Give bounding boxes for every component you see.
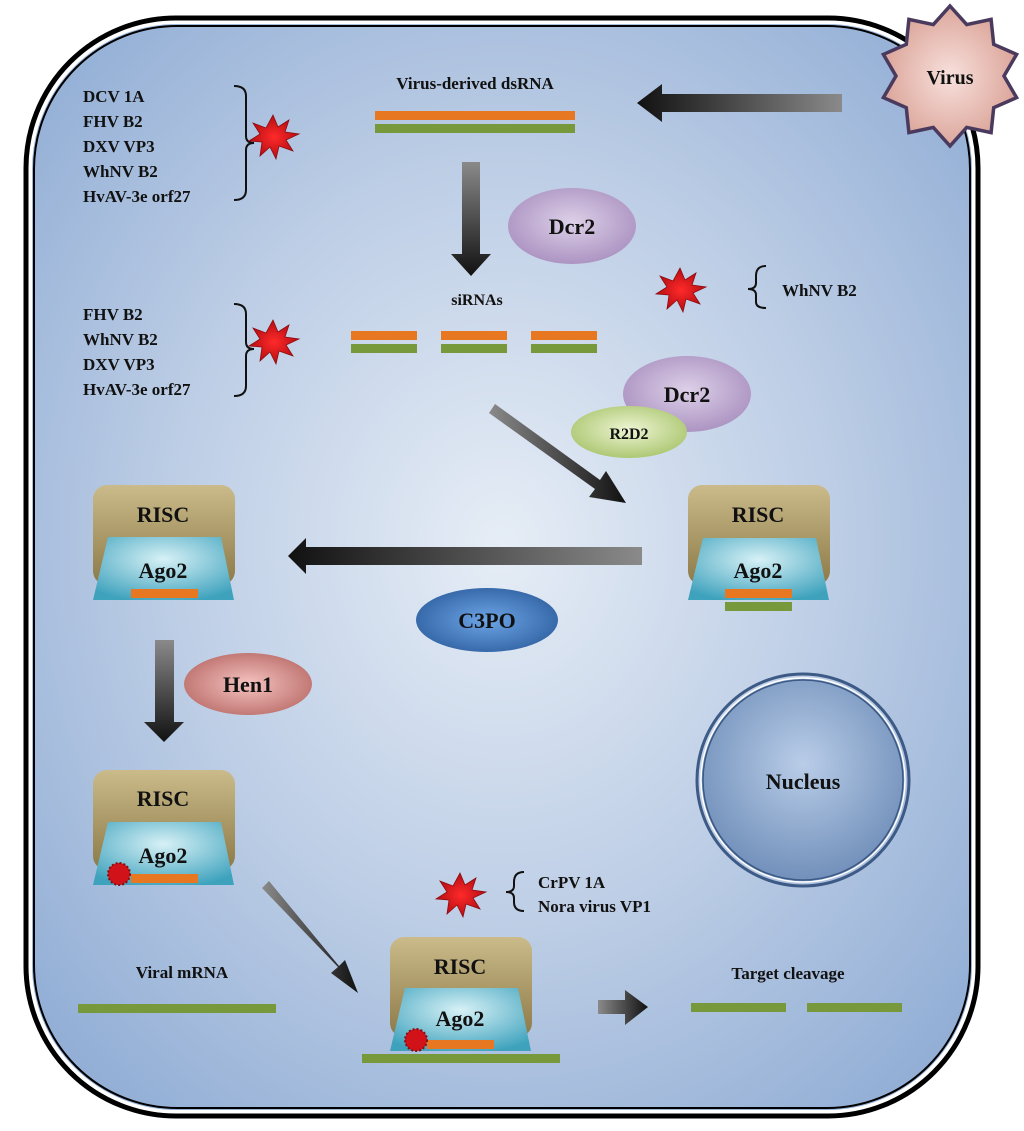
- methyl-group-icon: [107, 862, 131, 886]
- suppressor-label: DXV VP3: [83, 355, 155, 374]
- dcr2-label: Dcr2: [664, 382, 710, 407]
- suppressor-label: HvAV-3e orf27: [83, 187, 191, 206]
- risc-label: RISC: [137, 502, 190, 527]
- dicer-suppressor-list: WhNV B2: [747, 265, 857, 309]
- nucleus-label: Nucleus: [766, 769, 841, 794]
- bracket: [505, 871, 525, 912]
- entry-arrow: [637, 84, 842, 122]
- bracket: [233, 303, 255, 397]
- risc-label: RISC: [732, 502, 785, 527]
- sirna-suppressor-list: FHV B2 WhNV B2 DXV VP3 HvAV-3e orf27: [83, 303, 255, 399]
- r2d2-label: R2D2: [609, 426, 648, 443]
- dcr2-label: Dcr2: [549, 214, 595, 239]
- suppressor-label: HvAV-3e orf27: [83, 380, 191, 399]
- suppressor-label: FHV B2: [83, 112, 143, 131]
- suppressor-label: WhNV B2: [782, 281, 857, 300]
- virus-label: Virus: [926, 67, 973, 89]
- dsrna-label: Virus-derived dsRNA: [396, 74, 554, 93]
- virus-shape: Virus: [880, 3, 1020, 149]
- suppressor-label: FHV B2: [83, 305, 143, 324]
- viral-mrna-strand: [78, 1004, 276, 1013]
- methylation-arrow: [144, 640, 184, 742]
- sirnas-label: siRNAs: [451, 292, 503, 309]
- suppressor-label: CrPV 1A: [538, 873, 606, 892]
- passenger-removal-arrow: [288, 538, 642, 574]
- virus-derived-dsrna: [375, 111, 575, 133]
- suppressor-label: WhNV B2: [83, 330, 158, 349]
- bracket: [747, 265, 767, 309]
- hen1-label: Hen1: [223, 672, 273, 697]
- sirna-duplexes: [351, 331, 597, 353]
- risc-complex-mature: RISC Ago2: [93, 485, 235, 600]
- risc-complex-loading: RISC Ago2: [688, 485, 830, 611]
- c3po-label: C3PO: [458, 608, 515, 633]
- nucleus: Nucleus: [695, 672, 911, 888]
- loading-arrow: [489, 404, 626, 503]
- target-mrna-strand: [362, 1054, 560, 1063]
- dicing-arrow: [451, 162, 491, 276]
- bracket: [233, 85, 255, 201]
- suppressor-label: DXV VP3: [83, 137, 155, 156]
- dsrna-suppressor-list: DCV 1A FHV B2 DXV VP3 WhNV B2 HvAV-3e or…: [83, 85, 255, 206]
- dcr2-protein: Dcr2: [508, 188, 636, 264]
- suppressor-label: WhNV B2: [83, 162, 158, 181]
- hen1-protein: Hen1: [184, 653, 312, 715]
- risc-label: RISC: [434, 954, 487, 979]
- methyl-group-icon: [404, 1028, 428, 1052]
- suppressor-label: Nora virus VP1: [538, 897, 651, 916]
- dcr2-r2d2-complex: Dcr2 R2D2: [571, 356, 751, 458]
- risc-label: RISC: [137, 786, 190, 811]
- c3po-protein: C3PO: [416, 588, 558, 652]
- ago2-label: Ago2: [139, 558, 188, 583]
- risc-complex-methylated: RISC Ago2: [93, 770, 235, 886]
- risc-complex-targeting: RISC Ago2: [362, 937, 560, 1063]
- viral-mrna-label: Viral mRNA: [136, 963, 229, 982]
- ago2-label: Ago2: [436, 1006, 485, 1031]
- risc-suppressor-list: CrPV 1A Nora virus VP1: [505, 871, 651, 916]
- cleavage-arrow: [598, 990, 648, 1025]
- cleaved-fragments: [691, 1003, 902, 1012]
- target-cleavage-label: Target cleavage: [731, 964, 845, 983]
- ago2-label: Ago2: [139, 843, 188, 868]
- ago2-label: Ago2: [734, 558, 783, 583]
- suppressor-label: DCV 1A: [83, 87, 145, 106]
- targeting-arrow: [262, 881, 358, 993]
